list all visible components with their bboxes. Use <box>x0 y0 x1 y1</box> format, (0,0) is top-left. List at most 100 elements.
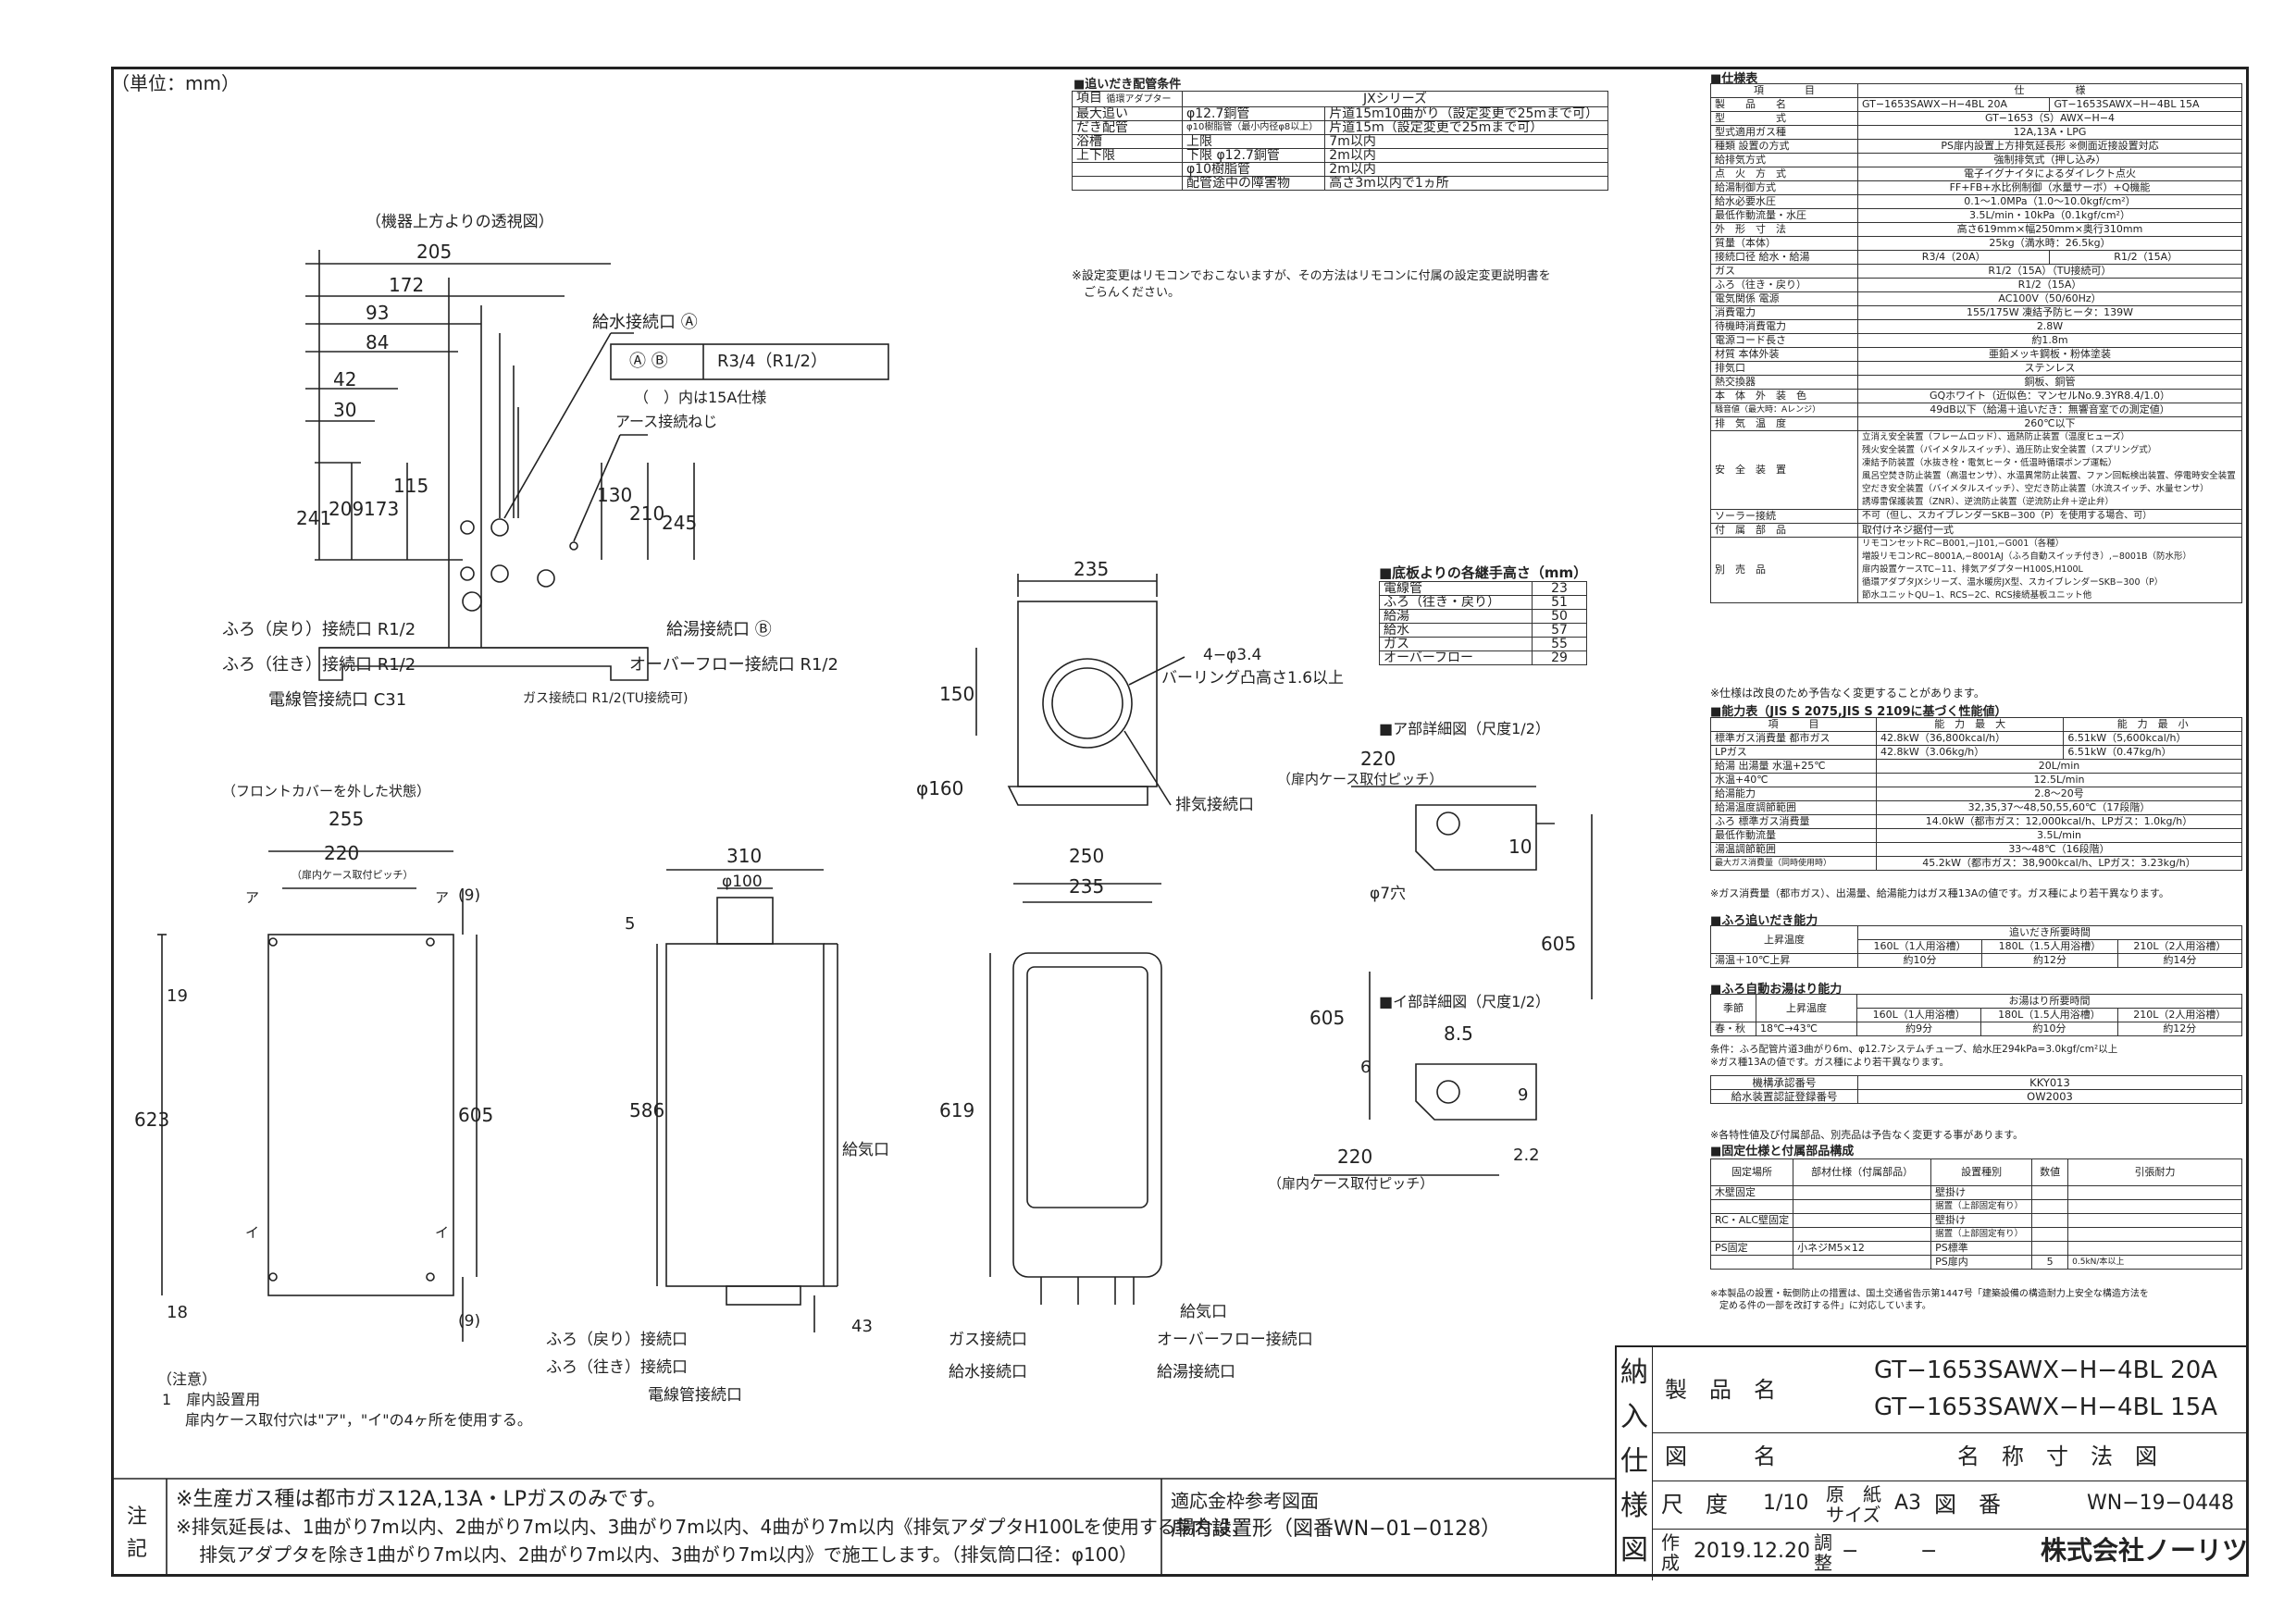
title-product-label: 製 品 名 <box>1665 1377 1776 1403</box>
side-conduit: 電線管接続口 <box>648 1386 742 1405</box>
reheat-r3-c1: 下限 φ12.7銅管 <box>1181 148 1326 163</box>
fixing-r0-place: 木壁固定 <box>1709 1185 1794 1200</box>
side-dim-5: 5 <box>625 914 636 934</box>
spec-note: ※仕様は改良のため予告なく変更することがあります。 <box>1710 687 1985 700</box>
title-scale-label: 尺 度 <box>1661 1492 1728 1518</box>
reheat-r4-c1: φ10樹脂管 <box>1181 162 1326 177</box>
title-made-row: 作 成 2019.12.20 調 整 − − 株式会社ノーリツ <box>1652 1529 2249 1577</box>
dim-93: 93 <box>366 302 390 324</box>
rear-dim-250: 250 <box>1069 845 1105 867</box>
reheat-ability-head-time: 追いだき所要時間 <box>1857 925 2242 940</box>
dim-130: 130 <box>597 484 633 506</box>
bh-r5-val: 29 <box>1532 650 1587 665</box>
bh-r0-name: 電線管 <box>1379 581 1533 596</box>
ability-note: ※ガス消費量（都市ガス）、出湯量、給湯能力はガス種13Aの値です。ガス種により若… <box>1710 887 2169 899</box>
spec-r25-val: 不可（但し、スカイブレンダーSKB−300（P）を使用する場合、可） <box>1857 509 2242 524</box>
auto-fill-col-160: 160L（1人用浴槽） <box>1855 1008 1982 1022</box>
footer-note-1: ※生産ガス種は都市ガス12A,13A・LPガスのみです。 <box>176 1488 667 1511</box>
front-pitch: （扉内ケース取付ピッチ） <box>292 869 414 881</box>
bh-r1-name: ふろ（往き・戻り） <box>1379 595 1533 610</box>
auto-fill-note-2: ※ガス種13Aの値です。ガス種により若干異なります。 <box>1710 1057 1950 1068</box>
reheat-table-note: ※設定変更はリモコンでおこないますが、その方法はリモコンに付属の設定変更説明書を… <box>1072 269 1551 301</box>
ability-r0-max: 42.8kW（36,800kcal/h） <box>1875 731 2065 746</box>
fixing-r5-strength: 0.5kN/本以上 <box>2067 1255 2242 1270</box>
reheat-header-adapter: 循環アダプター <box>1106 94 1172 105</box>
dim-172: 172 <box>389 274 425 296</box>
table-row: 騒音値（最大時：Aレンジ）49dB以下（給湯＋追いだき：無響音室での測定値） <box>1710 403 2242 417</box>
fixing-r1-place <box>1709 1199 1794 1214</box>
reheat-ability-rise: 湯温＋10℃上昇 <box>1710 953 1858 968</box>
spec-r26-name: 付 属 部 品 <box>1710 523 1858 538</box>
table-row: 材質 本体外装亜鉛メッキ鋼板・粉体塗装 <box>1710 347 2242 362</box>
title-number: WN−19−0448 <box>2087 1492 2235 1515</box>
spec-r7-name: 給水必要水圧 <box>1710 194 1858 209</box>
spec-r22-name: 騒音値（最大時：Aレンジ） <box>1710 403 1858 417</box>
table-row: 湯温＋10℃上昇約10分約12分約14分 <box>1710 953 2243 968</box>
fixing-r3-type: 据置（上部固定有り） <box>1930 1227 2033 1242</box>
reheat-r2-c1: 上限 <box>1181 134 1326 149</box>
front-view <box>157 850 478 1342</box>
fixing-note: ※各特性値及び付属部品、別売品は予告なく変更する事があります。 <box>1710 1129 2024 1141</box>
detail-a-view <box>1351 786 1593 999</box>
title-block: 納入仕様図 製 品 名 GT−1653SAWX−H−4BL 20A GT−165… <box>1615 1345 2249 1580</box>
auto-fill-head-season: 季節 <box>1710 994 1756 1022</box>
spec-r6-val: FF+FB+水比例制御（水量サーボ）+Q機能 <box>1857 180 2242 195</box>
spec-r23-name: 排 気 温 度 <box>1710 416 1858 431</box>
spec-r9-val: 高さ619mm×幅250mm×奥行310mm <box>1857 222 2242 237</box>
side-intake: 給気口 <box>842 1141 889 1159</box>
ability-r1-name: LPガス <box>1710 745 1877 760</box>
ability-r0-name: 標準ガス消費量 都市ガス <box>1710 731 1877 746</box>
label-gas: ガス接続口 R1/2(TU接続可) <box>523 691 689 706</box>
reheat-ability-v180: 約12分 <box>1981 953 2118 968</box>
side-dim-310: 310 <box>726 845 763 867</box>
spec-r3-val: PS扉内設置上方排気延長形 ※側面近接設置対応 <box>1857 139 2242 154</box>
fixing-r1-type: 据置（上部固定有り） <box>1930 1199 2033 1214</box>
spec-r10-val: 25kg（満水時：26.5kg） <box>1857 236 2242 251</box>
reheat-ability-table: 上昇温度追いだき所要時間 160L（1人用浴槽）180L（1.5人用浴槽）210… <box>1710 925 2243 968</box>
table-row: ふろ（往き・戻り）R1/2（15A） <box>1710 278 2242 292</box>
approval-r0-name: 機構承認番号 <box>1710 1075 1858 1090</box>
spec-r18-val: 亜鉛メッキ鋼板・粉体塗装 <box>1857 347 2242 362</box>
rear-gas: ガス接続口 <box>949 1331 1027 1349</box>
detail-i-pitch: （扉内ケース取付ピッチ） <box>1268 1175 1434 1192</box>
auto-fill-v180: 約10分 <box>1980 1022 2118 1036</box>
reheat-r4-c0 <box>1072 162 1183 177</box>
label-earth: アース接続ねじ <box>615 413 718 430</box>
fixing-r3-num <box>2031 1227 2069 1242</box>
drawing-frame <box>111 67 2249 1577</box>
bh-r2-name: 給湯 <box>1379 609 1533 624</box>
reheat-r0-c1: φ12.7銅管 <box>1181 106 1326 121</box>
side-dim-100: φ100 <box>722 873 763 891</box>
fixing-title: ■固定仕様と付属部品構成 <box>1710 1145 1855 1158</box>
spec-r9-name: 外 形 寸 法 <box>1710 222 1858 237</box>
auto-fill-head-time: お湯はり所要時間 <box>1856 994 2242 1009</box>
spec-r27-val: リモコンセットRC−B001,−J101,−G001（各種） 増設リモコンRC−… <box>1857 537 2242 603</box>
spec-r22-val: 49dB以下（給湯＋追いだき：無響音室での測定値） <box>1857 403 2242 417</box>
auto-fill-note-1: 条件：ふろ配管片道3曲がり6m、φ12.7システムチューブ、給水圧294kPa=… <box>1710 1044 2118 1055</box>
footer-note-3: 排気アダプタを除き1曲がり7m以内、2曲がり7m以内、3曲がり7m以内》で施工し… <box>199 1543 1138 1566</box>
rear-intake: 給気口 <box>1180 1303 1227 1321</box>
spec-r12-val: R1/2（15A）（TU接続可） <box>1857 264 2242 279</box>
title-paper: A3 <box>1894 1492 1922 1515</box>
title-made-label: 作 成 <box>1661 1531 1680 1574</box>
label-ab-size: R3/4（R1/2） <box>717 352 827 371</box>
front-dim-19: 19 <box>167 986 188 1006</box>
rear-supply: 給水接続口 <box>949 1363 1027 1381</box>
table-row: RC・ALC壁固定壁掛け <box>1709 1213 2242 1228</box>
reheat-r2-c2: 7m以内 <box>1324 134 1608 149</box>
table-row: 電源コード長さ約1.8m <box>1710 333 2242 348</box>
fixing-head-strength: 引張耐力 <box>2067 1158 2242 1186</box>
